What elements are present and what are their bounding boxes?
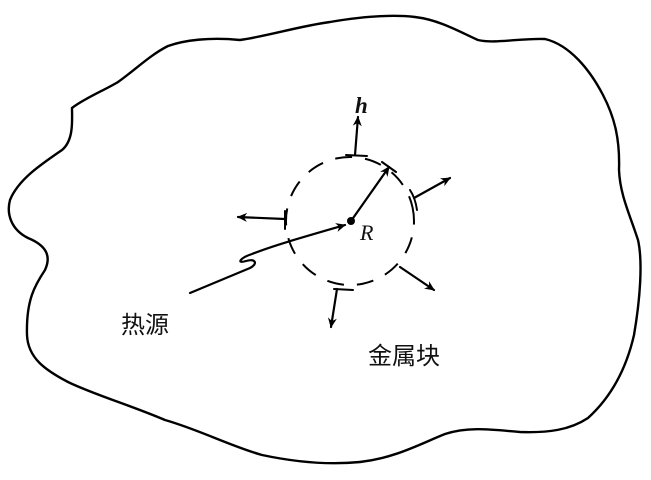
gaussian-sphere-dashed-circle <box>285 156 415 286</box>
radius-arrow <box>349 165 391 223</box>
heat-source-label: 热源 <box>121 311 169 339</box>
heat-source-line <box>188 223 347 295</box>
heat-flux-label-h: h <box>355 93 368 118</box>
radius-arrow-endcap <box>381 161 397 173</box>
flux-arrow-down <box>327 287 354 329</box>
radius-label-R: R <box>360 220 374 245</box>
flux-arrow-up <box>345 115 368 157</box>
flux-arrow-lower-right <box>398 265 436 292</box>
metal-block-outline <box>7 14 642 465</box>
metal-block-label: 金属块 <box>368 342 440 370</box>
flux-arrow-left <box>236 210 287 230</box>
flux-arrow-upper-right <box>409 176 452 211</box>
